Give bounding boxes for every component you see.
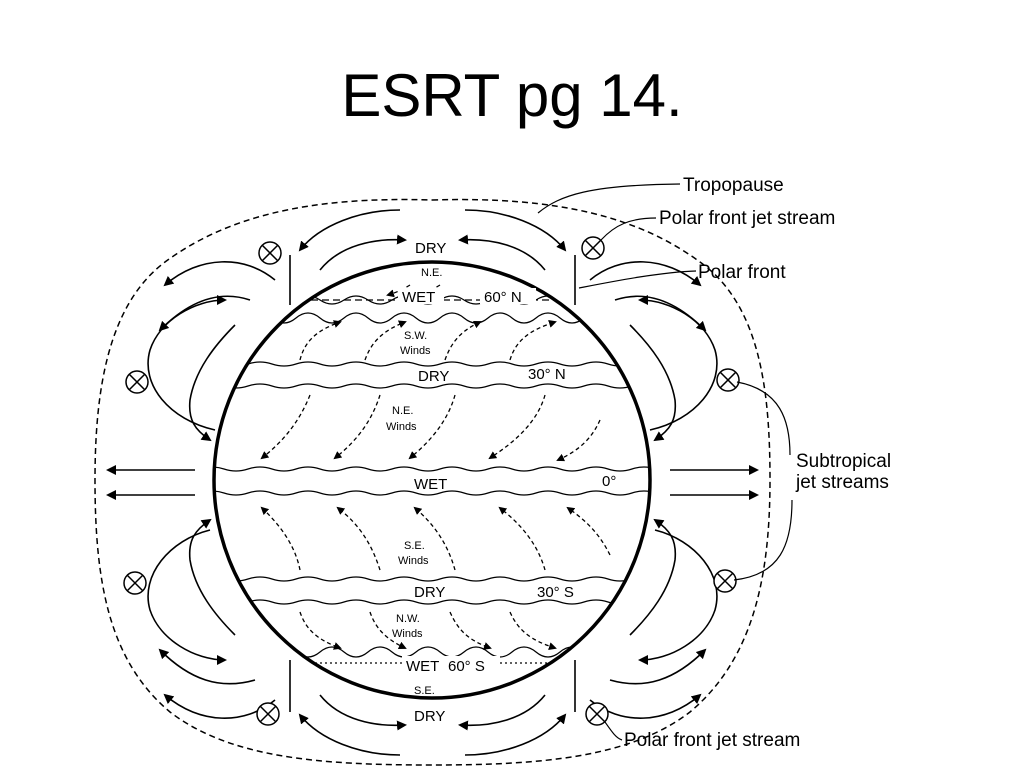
circulation-cells-right (589, 261, 759, 719)
zone-labels: DRY N.E. WET 60° N S.W. Winds DRY 30° N … (386, 240, 616, 725)
label-nw-winds-2: Winds (392, 628, 423, 640)
tropopause-boundary (94, 198, 771, 766)
label-lat-30s: 30° S (537, 584, 574, 601)
jet-symbol-icon (256, 702, 280, 726)
label-sw-winds-2: Winds (400, 345, 431, 357)
callout-subtropical-1: Subtropical (796, 451, 891, 472)
label-nw-winds-1: N.W. (396, 613, 420, 625)
label-wet-60s: WET (406, 658, 439, 675)
label-se-polar: S.E. (414, 685, 435, 697)
jet-stream-symbols (123, 236, 740, 726)
callout-polar-jet-top: Polar front jet stream (659, 208, 835, 229)
label-lat-30n: 30° N (528, 366, 566, 383)
label-ne-winds-2: Winds (386, 421, 417, 433)
callout-polar-jet-bottom: Polar front jet stream (624, 730, 800, 751)
jet-symbol-icon (125, 370, 149, 394)
label-dry-south-pole: DRY (414, 708, 445, 725)
slide-title: ESRT pg 14. (341, 62, 683, 129)
label-lat-60n: 60° N (484, 289, 522, 306)
circulation-cells-left (106, 261, 276, 719)
label-lat-0: 0° (602, 473, 616, 490)
jet-symbol-icon (258, 241, 282, 265)
label-ne-polar: N.E. (421, 267, 442, 279)
label-wet-60n: WET (402, 289, 435, 306)
jet-symbol-icon (123, 571, 147, 595)
label-ne-winds-1: N.E. (392, 405, 413, 417)
label-se-winds-1: S.E. (404, 540, 425, 552)
label-lat-60s: 60° S (448, 658, 485, 675)
label-wet-equator: WET (414, 476, 447, 493)
callout-tropopause: Tropopause (683, 175, 784, 196)
polar-cells (289, 209, 576, 756)
label-dry-30n: DRY (418, 368, 449, 385)
jet-symbol-icon (585, 702, 609, 726)
surface-wind-arrows (260, 284, 611, 650)
callout-polar-front: Polar front (698, 262, 786, 283)
jet-symbol-icon (581, 236, 605, 260)
label-sw-winds-1: S.W. (404, 330, 427, 342)
jet-symbol-icon (713, 569, 737, 593)
label-dry-30s: DRY (414, 584, 445, 601)
earth-globe (212, 260, 652, 700)
jet-symbol-icon (716, 368, 740, 392)
label-se-winds-2: Winds (398, 555, 429, 567)
label-dry-north-pole: DRY (415, 240, 446, 257)
callout-leaders (537, 183, 793, 741)
callout-subtropical-2: jet streams (795, 472, 889, 493)
